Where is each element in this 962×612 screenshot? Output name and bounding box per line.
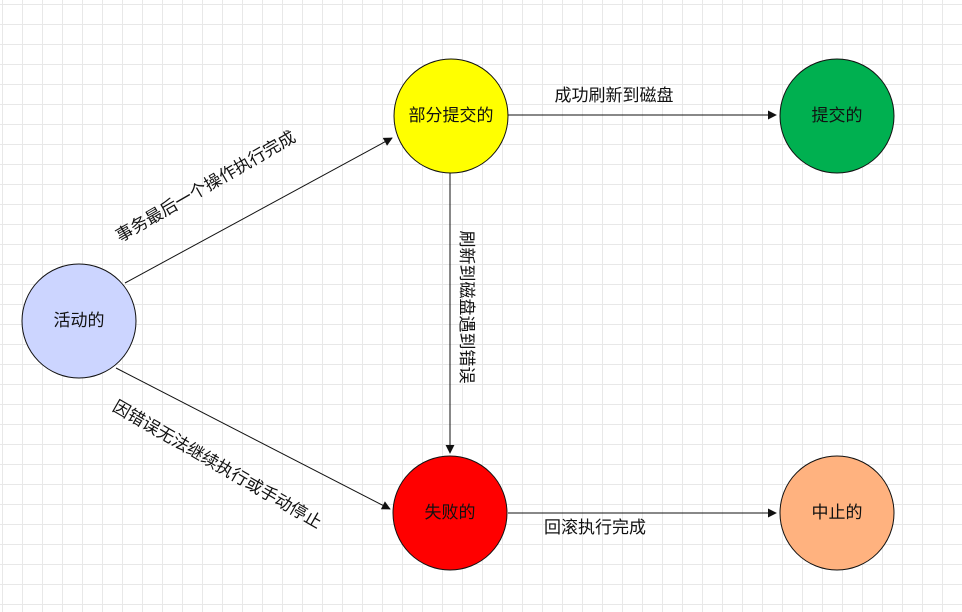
state-node-aborted: 中止的 (779, 455, 895, 571)
state-node-active: 活动的 (21, 263, 137, 379)
state-circle-failed (392, 455, 508, 571)
edge-active-to-partial (124, 137, 393, 284)
state-label-aborted: 中止的 (812, 503, 863, 523)
edge-label-failed-to-aborted: 回滚执行完成 (544, 518, 646, 538)
state-node-failed: 失败的 (392, 455, 508, 571)
edge-active-to-failed (115, 367, 391, 510)
state-label-active: 活动的 (54, 311, 105, 331)
state-circle-partial (393, 58, 509, 174)
state-node-committed: 提交的 (779, 58, 895, 174)
state-node-partial: 部分提交的 (393, 58, 509, 174)
state-label-partial: 部分提交的 (409, 106, 494, 126)
state-circle-aborted (779, 455, 895, 571)
edge-label-partial-to-committed: 成功刷新到磁盘 (555, 86, 674, 106)
edge-label-active-to-failed: 因错误无法继续执行或手动停止 (109, 397, 325, 533)
edge-label-partial-to-failed: 刷新到磁盘遇到错误 (456, 231, 476, 384)
edge-label-active-to-partial: 事务最后一个操作执行完成 (113, 127, 300, 246)
state-label-committed: 提交的 (812, 106, 863, 126)
state-circle-committed (779, 58, 895, 174)
state-label-failed: 失败的 (425, 503, 476, 523)
state-circle-active (21, 263, 137, 379)
